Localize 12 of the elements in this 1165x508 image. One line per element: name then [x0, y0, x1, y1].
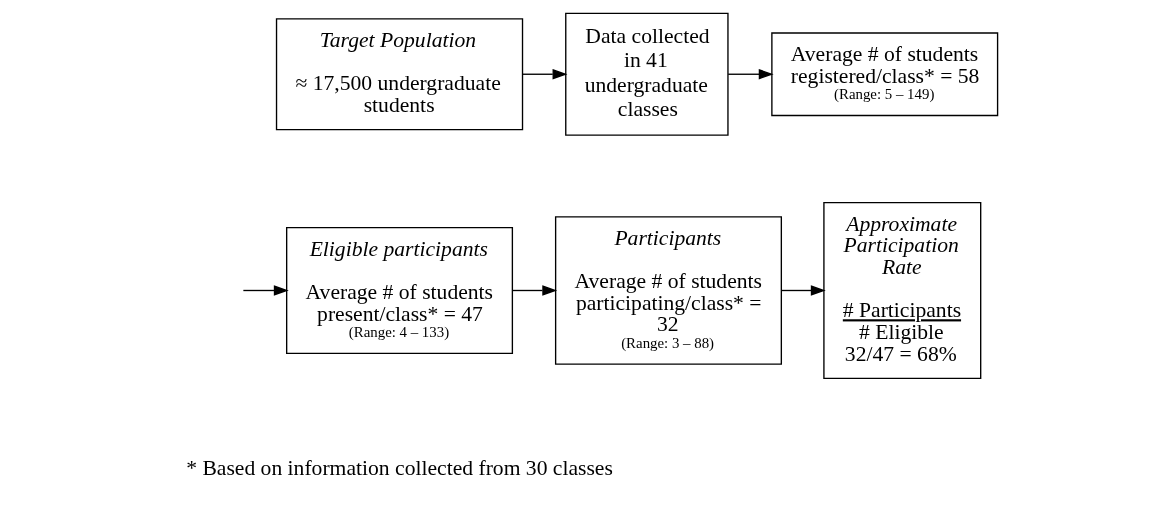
node-box: Approximate Participation Rate # Participants # Eligible 32/47 = 68% [822, 201, 981, 379]
node-box: Eligible participants Average # of students present/class* = 47 (Range: 4 – 133) [285, 226, 513, 354]
node-box: Average # of students registered/class* = 58 (Range: 5 – 149) [770, 32, 998, 117]
arrow [242, 285, 289, 296]
arrow [780, 285, 826, 296]
node-box: Target Population ≈ 17,500 undergraduate students [275, 18, 523, 131]
node-box: Participants Average # of students participating/class* = 32 (Range: 3 – 88) [554, 216, 782, 365]
node-box: Data collected in 41 undergraduate classes [564, 12, 729, 136]
arrow [511, 285, 557, 296]
label: * Based on information collected from 30 classes [185, 456, 613, 481]
arrow [727, 69, 774, 80]
arrow [521, 69, 567, 80]
